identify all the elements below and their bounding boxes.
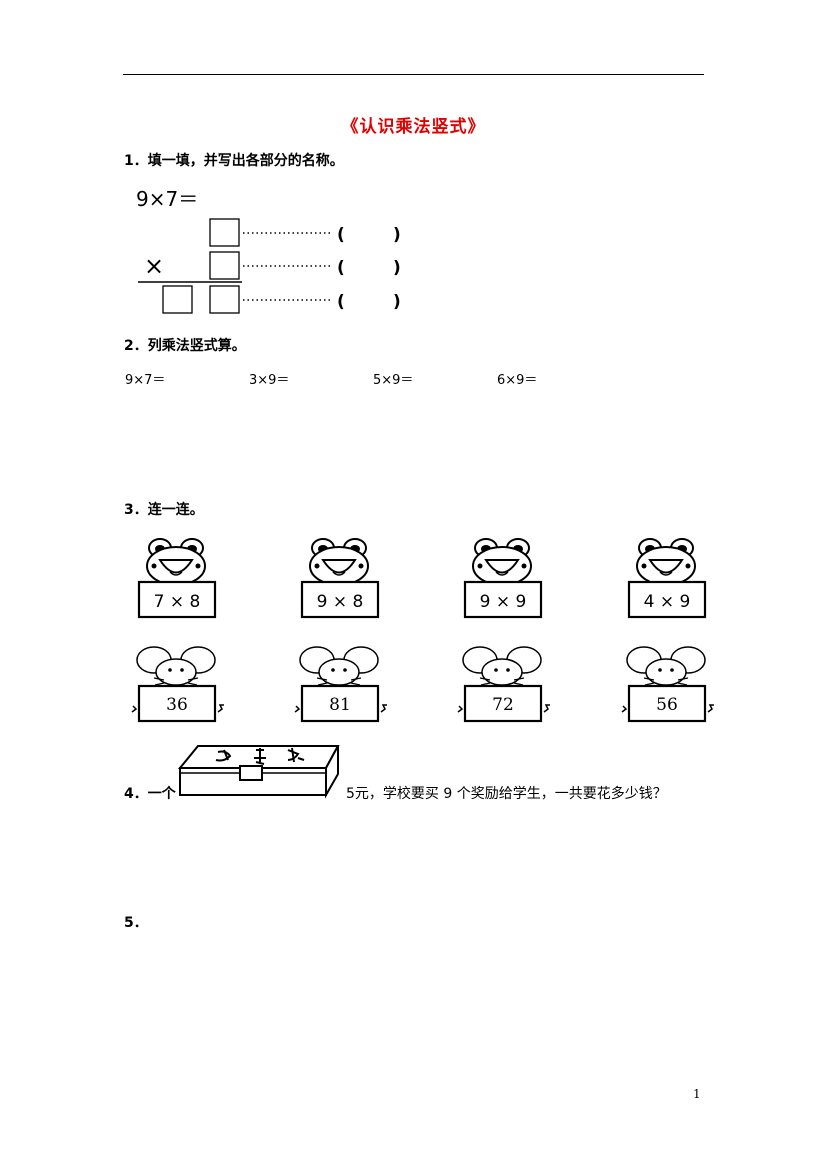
q2-expression-3: 5×9＝	[373, 373, 414, 388]
answer-box-multiplicand	[209, 218, 240, 247]
question-2-label: 2．列乘法竖式算。	[124, 338, 246, 354]
mouse-card-label: 72	[492, 695, 514, 715]
mouse-card: 72	[457, 646, 550, 723]
frog-card: 9 × 9	[463, 538, 543, 619]
header-rule	[123, 74, 704, 75]
frog-card: 9 × 8	[300, 538, 380, 619]
paren-close-2: )	[393, 258, 401, 278]
paren-open-3: (	[337, 292, 345, 312]
answer-box-product-ones	[209, 285, 240, 314]
question-1-label: 1．填一填，并写出各部分的名称。	[124, 153, 344, 169]
matching-picture: 7 × 8 9 × 8 9 × 9 4 × 9 36 81 72 56	[131, 538, 714, 723]
question-4-suffix: 5元，学校要买 9 个奖励给学生，一共要花多少钱？	[346, 786, 667, 802]
paren-close-3: )	[393, 292, 401, 312]
q2-expression-1: 9×7＝	[125, 373, 166, 388]
q2-expression-2: 3×9＝	[249, 373, 290, 388]
page-number: 1	[693, 1087, 701, 1101]
paren-open-1: (	[337, 225, 345, 245]
frog-card-label: 4 × 9	[644, 592, 691, 612]
frog-card: 4 × 9	[627, 538, 707, 619]
page-title: 《认识乘法竖式》	[341, 117, 486, 137]
frog-card: 7 × 8	[137, 538, 217, 619]
paren-open-2: (	[337, 258, 345, 278]
answer-box-multiplier	[209, 251, 240, 280]
mouse-card-label: 56	[656, 695, 678, 715]
question-5-label: 5．	[124, 915, 148, 931]
q2-expression-4: 6×9＝	[497, 373, 538, 388]
question-4-prefix: 4．一个	[124, 786, 176, 802]
mouse-card-label: 36	[166, 695, 188, 715]
answer-box-product-tens	[162, 285, 193, 314]
paren-close-1: )	[393, 225, 401, 245]
pencil-box-icon	[177, 745, 340, 799]
times-sign: ×	[144, 252, 164, 280]
mouse-card: 56	[621, 646, 714, 723]
mouse-card: 81	[294, 646, 387, 723]
frog-card-label: 9 × 8	[317, 592, 364, 612]
vertical-multiplication-diagram: × ( ) ( ) ( )	[138, 218, 401, 314]
question-3-label: 3．连一连。	[124, 502, 204, 518]
mouse-card-label: 81	[329, 695, 351, 715]
frog-card-label: 9 × 9	[480, 592, 527, 612]
frog-card-label: 7 × 8	[154, 592, 201, 612]
mouse-card: 36	[131, 646, 224, 723]
question-1-expression: 9×7＝	[136, 187, 199, 211]
